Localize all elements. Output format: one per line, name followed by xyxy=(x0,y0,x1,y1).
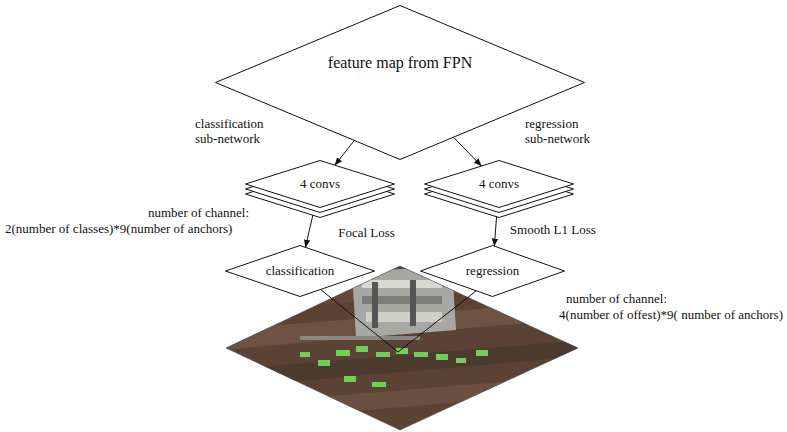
loss-label: Smooth L1 Loss xyxy=(510,222,596,237)
detected-targets xyxy=(300,346,488,387)
diamond-box: regression xyxy=(420,245,565,297)
node-text-box: regression xyxy=(420,245,565,297)
arrow-connector xyxy=(454,138,481,166)
node-text-box: classification xyxy=(225,245,375,297)
road xyxy=(300,336,420,340)
building-gap xyxy=(372,282,378,328)
diamond-shape xyxy=(226,246,375,297)
conv-layer xyxy=(425,161,574,208)
node-label: 4 convs xyxy=(479,176,519,192)
diamond-shape xyxy=(421,246,565,297)
node-label: 4 convs xyxy=(300,176,340,192)
node-label: feature map from FPN xyxy=(328,53,472,72)
conv-stack: 4 convs xyxy=(245,160,395,218)
field-band xyxy=(220,340,585,388)
conv-stack: 4 convs xyxy=(424,160,574,218)
channel-note: number of channel: xyxy=(566,291,667,306)
leader-line xyxy=(398,291,476,352)
node-label: classification xyxy=(266,263,335,279)
channel-note: 4(number of offest)*9( number of anchors… xyxy=(559,307,783,322)
node-text-box: 4 convs xyxy=(245,160,395,208)
node-label: regression xyxy=(466,263,519,279)
loss-label: Focal Loss xyxy=(338,225,395,240)
conv-layer xyxy=(246,161,395,208)
arrow-connector xyxy=(335,141,354,165)
field-band xyxy=(220,375,585,422)
building-gap xyxy=(410,280,416,326)
subnetwork-label: regression sub-network xyxy=(525,116,597,146)
channel-note: number of channel: xyxy=(148,205,249,220)
subnetwork-label: classification sub-network xyxy=(195,116,280,146)
image-outline xyxy=(226,266,578,430)
leader-line xyxy=(320,289,398,352)
channel-note: 2(number of classes)*9(number of anchors… xyxy=(5,221,232,236)
diamond-box: classification xyxy=(225,245,375,297)
node-text-box: 4 convs xyxy=(424,160,574,208)
